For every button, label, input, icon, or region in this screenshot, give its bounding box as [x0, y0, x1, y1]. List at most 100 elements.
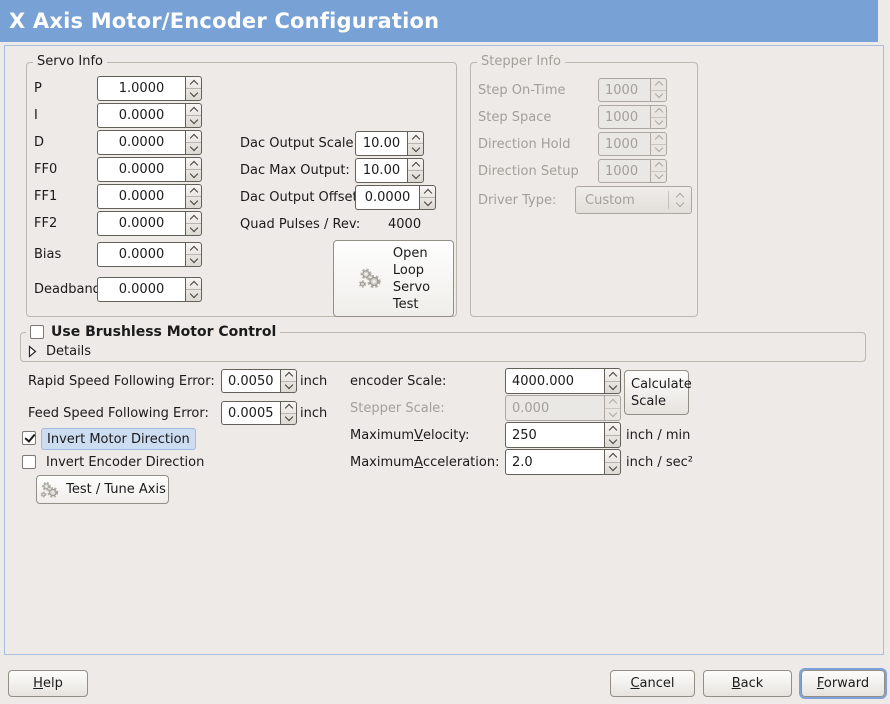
- spin-up-button[interactable]: [605, 450, 620, 463]
- use-brushless-checkbox[interactable]: [30, 325, 44, 339]
- spin-down-button[interactable]: [281, 413, 296, 425]
- spin-up-button[interactable]: [605, 423, 620, 436]
- spin-up-button[interactable]: [408, 132, 423, 144]
- dac-max-output-input[interactable]: 10.00: [355, 158, 407, 183]
- p-spin-buttons[interactable]: [185, 76, 202, 101]
- back-button[interactable]: Back: [703, 670, 792, 697]
- maximum-acceleration-spinbox[interactable]: 2.0: [505, 449, 621, 475]
- dac-scale-spin-buttons[interactable]: [407, 131, 424, 156]
- ff1-spin-buttons[interactable]: [185, 184, 202, 209]
- dac-max-output-spinbox[interactable]: 10.00: [355, 158, 424, 183]
- spin-down-button[interactable]: [186, 115, 201, 127]
- spin-down-button[interactable]: [408, 170, 423, 182]
- ff0-spinbox[interactable]: 0.0000: [97, 157, 202, 182]
- spin-down-button[interactable]: [186, 169, 201, 181]
- spin-up-button[interactable]: [186, 77, 201, 89]
- spin-down-button[interactable]: [186, 254, 201, 266]
- help-button[interactable]: Help: [8, 670, 88, 697]
- ff1-input[interactable]: 0.0000: [97, 184, 185, 209]
- acceleration-spin-buttons[interactable]: [604, 449, 621, 475]
- invert-encoder-direction-label[interactable]: Invert Encoder Direction: [46, 454, 205, 470]
- rapid-spin-buttons[interactable]: [280, 369, 297, 393]
- spin-up-button[interactable]: [186, 185, 201, 197]
- feed-spin-buttons[interactable]: [280, 401, 297, 425]
- ff2-spinbox[interactable]: 0.0000: [97, 211, 202, 236]
- rapid-following-error-input[interactable]: 0.0050: [221, 369, 280, 393]
- p-input[interactable]: 1.0000: [97, 76, 185, 101]
- dac-output-offset-input[interactable]: 0.0000: [355, 185, 419, 210]
- maximum-velocity-spinbox[interactable]: 250: [505, 422, 621, 448]
- cancel-button-label: Cancel: [630, 676, 675, 691]
- feed-following-error-spinbox[interactable]: 0.0005: [221, 401, 297, 425]
- calculate-scale-label: Calculate Scale: [631, 376, 692, 409]
- d-input[interactable]: 0.0000: [97, 130, 185, 155]
- ff0-spin-buttons[interactable]: [185, 157, 202, 182]
- maximum-acceleration-input[interactable]: 2.0: [505, 449, 604, 475]
- spin-up-button[interactable]: [186, 158, 201, 170]
- spin-up-button[interactable]: [420, 186, 435, 198]
- spin-up-button[interactable]: [186, 243, 201, 255]
- spin-down-button[interactable]: [186, 196, 201, 208]
- encoder-scale-input[interactable]: 4000.000: [505, 368, 604, 394]
- encoder-scale-spinbox[interactable]: 4000.000: [505, 368, 621, 394]
- test-tune-axis-button[interactable]: Test / Tune Axis: [36, 475, 169, 504]
- p-spinbox[interactable]: 1.0000: [97, 76, 202, 101]
- spin-up-button[interactable]: [281, 402, 296, 414]
- spin-up-button[interactable]: [186, 104, 201, 116]
- dac-offset-spin-buttons[interactable]: [419, 185, 436, 210]
- details-expander[interactable]: Details: [28, 343, 91, 360]
- encoder-spin-buttons[interactable]: [604, 368, 621, 394]
- deadband-spin-buttons[interactable]: [185, 277, 202, 302]
- i-spin-buttons[interactable]: [185, 103, 202, 128]
- invert-encoder-direction-checkbox[interactable]: [22, 455, 36, 469]
- dac-output-scale-spinbox[interactable]: 10.00: [355, 131, 424, 156]
- dac-output-offset-spinbox[interactable]: 0.0000: [355, 185, 436, 210]
- invert-motor-direction-label[interactable]: Invert Motor Direction: [41, 428, 196, 450]
- forward-button[interactable]: Forward: [801, 670, 885, 697]
- spin-down-button[interactable]: [186, 223, 201, 235]
- i-spinbox[interactable]: 0.0000: [97, 103, 202, 128]
- dac-output-scale-input[interactable]: 10.00: [355, 131, 407, 156]
- ff2-input[interactable]: 0.0000: [97, 211, 185, 236]
- spin-down-button[interactable]: [605, 462, 620, 475]
- open-loop-button-label: Open Loop Servo Test: [392, 245, 431, 312]
- ff2-spin-buttons[interactable]: [185, 211, 202, 236]
- spin-up-button[interactable]: [186, 278, 201, 290]
- spin-up-button[interactable]: [281, 370, 296, 382]
- maximum-velocity-input[interactable]: 250: [505, 422, 604, 448]
- spin-down-button[interactable]: [408, 143, 423, 155]
- spin-down-button[interactable]: [420, 197, 435, 209]
- spin-up-button[interactable]: [186, 131, 201, 143]
- spin-down-button[interactable]: [605, 381, 620, 394]
- spin-down-button[interactable]: [186, 289, 201, 301]
- rapid-following-error-spinbox[interactable]: 0.0050: [221, 369, 297, 393]
- spin-down-button[interactable]: [281, 381, 296, 393]
- chevron-up-icon: [654, 135, 663, 144]
- d-spin-buttons[interactable]: [185, 130, 202, 155]
- bias-input[interactable]: 0.0000: [97, 242, 185, 267]
- spin-up-button[interactable]: [605, 369, 620, 382]
- i-input[interactable]: 0.0000: [97, 103, 185, 128]
- calculate-scale-button[interactable]: Calculate Scale: [624, 370, 692, 415]
- invert-motor-direction-checkbox[interactable]: [22, 431, 36, 445]
- spin-down-button[interactable]: [186, 88, 201, 100]
- ff0-input[interactable]: 0.0000: [97, 157, 185, 182]
- deadband-spinbox[interactable]: 0.0000: [97, 277, 202, 302]
- feed-following-error-input[interactable]: 0.0005: [221, 401, 280, 425]
- open-loop-servo-test-button[interactable]: Open Loop Servo Test: [333, 240, 454, 317]
- title-bar: X Axis Motor/Encoder Configuration: [0, 0, 878, 42]
- cancel-button[interactable]: Cancel: [610, 670, 695, 697]
- spin-down-button[interactable]: [605, 435, 620, 448]
- spin-down-button[interactable]: [186, 142, 201, 154]
- d-spinbox[interactable]: 0.0000: [97, 130, 202, 155]
- spin-up-button[interactable]: [186, 212, 201, 224]
- bias-spinbox[interactable]: 0.0000: [97, 242, 202, 267]
- chevron-down-icon: [189, 88, 198, 98]
- bias-spin-buttons[interactable]: [185, 242, 202, 267]
- deadband-input[interactable]: 0.0000: [97, 277, 185, 302]
- spin-up-button[interactable]: [408, 159, 423, 171]
- velocity-spin-buttons[interactable]: [604, 422, 621, 448]
- dac-max-spin-buttons[interactable]: [407, 158, 424, 183]
- chevron-down-icon: [654, 144, 663, 153]
- ff1-spinbox[interactable]: 0.0000: [97, 184, 202, 209]
